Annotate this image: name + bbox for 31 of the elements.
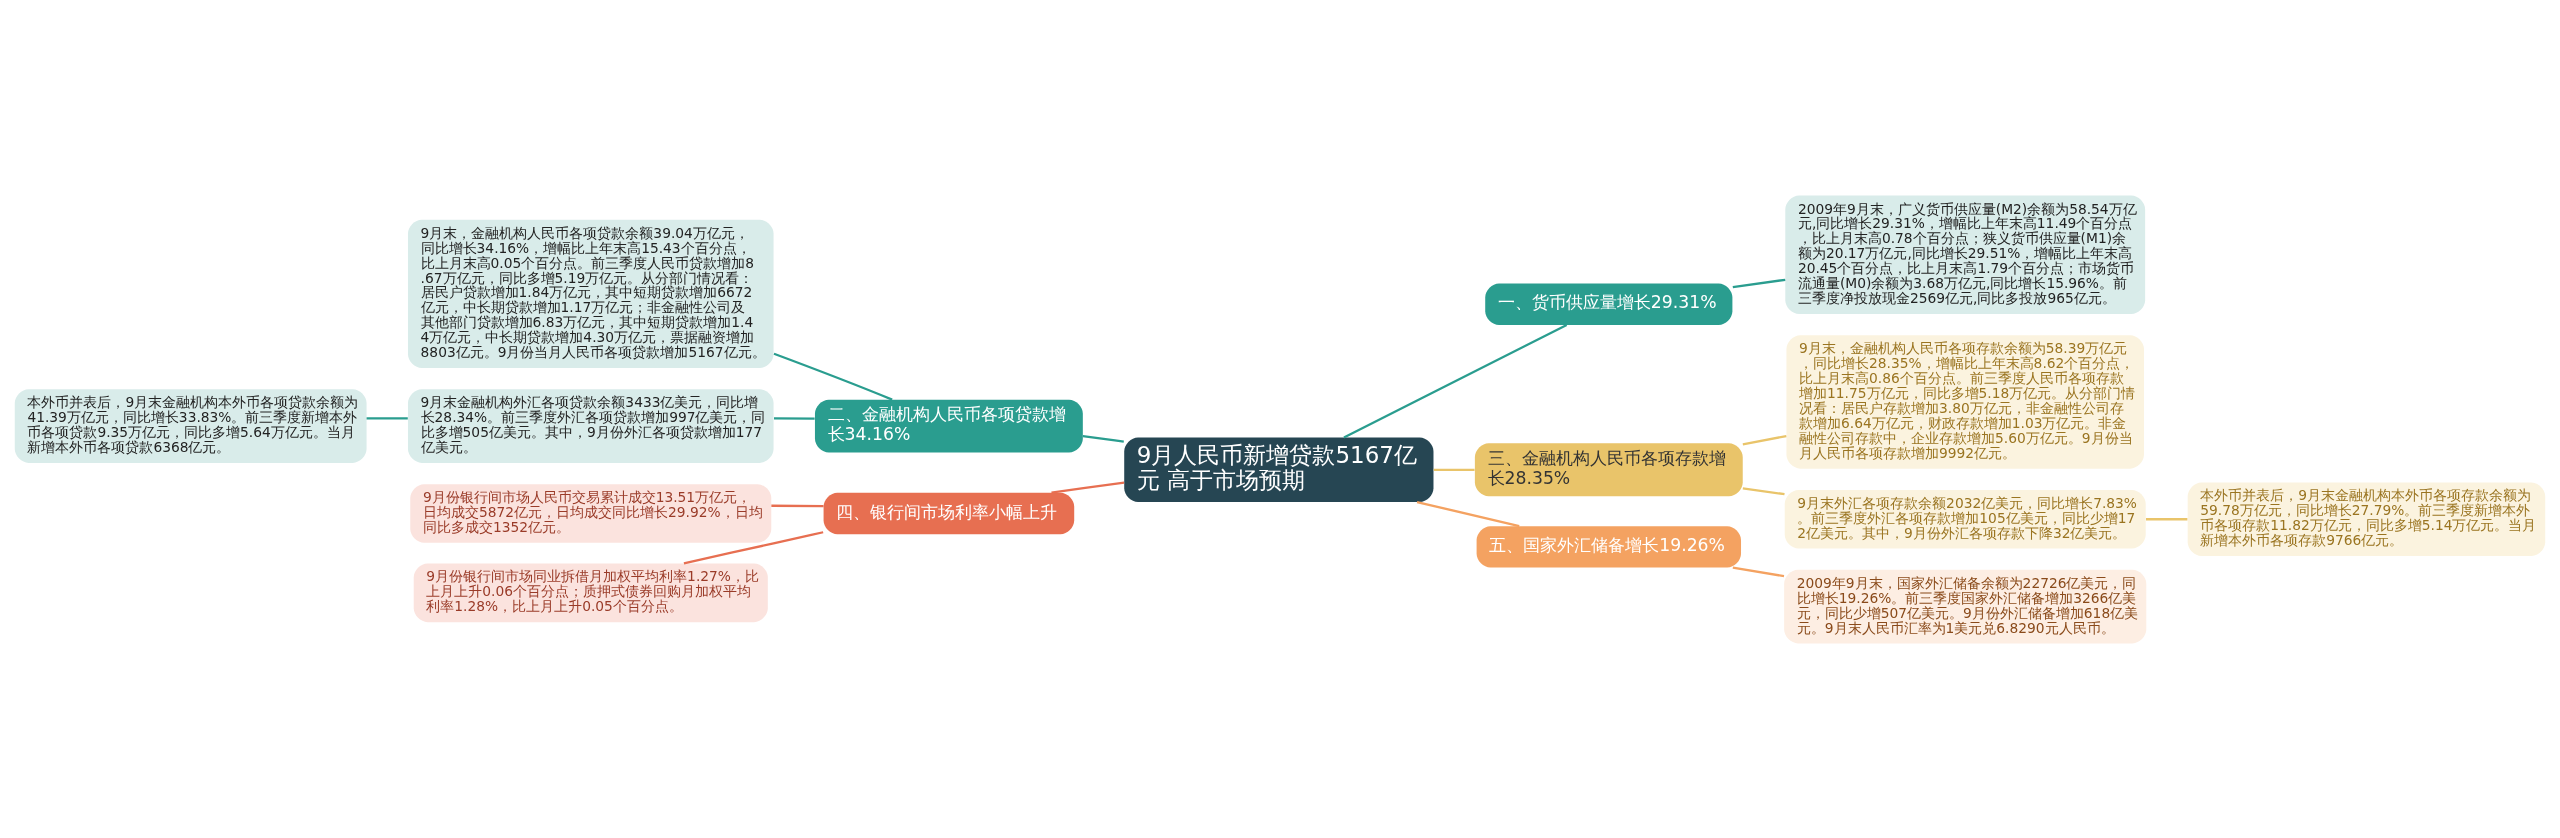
node-box: 2009年9月末，国家外汇储备余额为22726亿美元，同比增长19.26%。前三季度国家外汇储备增加3266亿美元，同比少增507亿美元。9月份外汇储备增加618亿美元。9月末人民币汇率为1美元兑6.8290元人民币。	[1784, 569, 2147, 643]
connector	[1742, 486, 1785, 495]
connector	[773, 352, 893, 401]
connector	[1082, 434, 1124, 443]
node-box: 9月份银行间市场人民币交易累计成交13.51万亿元，日均成交5872亿元，日均成交同比增长29.92%，日均同比多成交1352亿元。	[410, 483, 772, 543]
connector	[366, 416, 408, 420]
connector	[1742, 434, 1787, 445]
connector	[683, 530, 824, 565]
connector	[771, 504, 824, 507]
connector	[2146, 517, 2188, 520]
node-box: 本外币并表后，9月末金融机构本外币各项贷款余额为41.39万亿元，同比增长33.83%。前三季度新增本外币各项贷款9.35万亿元，同比多增5.64万亿元。当月新增本外币各项贷款6368亿元。	[14, 388, 367, 463]
node-box: 2009年9月末，广义货币供应量(M2)余额为58.54万亿元,同比增长29.31%，增幅比上年末高11.49个百分点，比上月末高0.78个百分点；狭义货币供应量(M1)余额为20.17万亿元,同比增长29.51%，增幅比上年末高20.45个百分点，比上月末高1.79个百分点；市场货币流通量(M0)余额为3.68万亿元,同比增长15.96%。前三季度净投放现金2569亿元,同比多投放965亿元。	[1785, 195, 2146, 314]
node-box: 9月份银行间市场同业拆借月加权平均利率1.27%，比上月上升0.06个百分点；质押式债券回购月加权平均利率1.28%，比上月上升0.05个百分点。	[413, 563, 768, 622]
node-box: 9月人民币新增贷款5167亿元 高于市场预期	[1124, 437, 1434, 502]
connector	[1433, 468, 1475, 471]
connector	[1732, 278, 1786, 288]
connector	[1051, 480, 1125, 494]
node-box: 一、货币供应量增长29.31%	[1485, 283, 1733, 325]
node-box: 9月末，金融机构人民币各项存款余额为58.39万亿元，同比增长28.35%，增幅比上年末高8.62个百分点，比上月末高0.86个百分点。前三季度人民币各项存款增加11.75万亿元，同比多增5.18万亿元。从分部门情况看：居民户存款增加3.80万亿元，非金融性公司存款增加6.64万亿元，财政存款增加1.03万亿元。非金融性公司存款中，企业存款增加5.60万亿元。9月份当月人民币各项存款增加9992亿元。	[1786, 334, 2144, 469]
node-box: 9月末金融机构外汇各项贷款余额3433亿美元，同比增长28.34%。前三季度外汇各项贷款增加997亿美元，同比多增505亿美元。其中，9月份外汇各项贷款增加177亿美元。	[407, 388, 774, 463]
connector	[1416, 500, 1520, 527]
connector	[774, 416, 815, 420]
node-box: 三、金融机构人民币各项存款增长28.35%	[1474, 442, 1743, 496]
connector	[1732, 565, 1785, 577]
node-box: 二、金融机构人民币各项贷款增长34.16%	[814, 399, 1083, 453]
connector	[1343, 323, 1568, 438]
node-box: 本外币并表后，9月末金融机构本外币各项存款余额为59.78万亿元，同比增长27.79%。前三季度新增本外币各项存款11.82万亿元，同比多增5.14万亿元。当月新增本外币各项存款9766亿元。	[2187, 481, 2546, 556]
node-box: 五、国家外汇储备增长19.26%	[1476, 525, 1741, 567]
node-box: 9月末，金融机构人民币各项贷款余额39.04万亿元，同比增长34.16%，增幅比上年末高15.43个百分点，比上月末高0.05个百分点。前三季度人民币贷款增加8.67万亿元，同比多增5.19万亿元。从分部门情况看：居民户贷款增加1.84万亿元，其中短期贷款增加6672亿元，中长期贷款增加1.17万亿元；非金融性公司及其他部门贷款增加6.83万亿元，其中短期贷款增加1.44万亿元，中长期贷款增加4.30万亿元，票据融资增加8803亿元。9月份当月人民币各项贷款增加5167亿元。	[407, 219, 774, 368]
node-box: 四、银行间市场利率小幅上升	[823, 492, 1075, 534]
node-box: 9月末外汇各项存款余额2032亿美元，同比增长7.83%。前三季度外汇各项存款增加105亿美元，同比少增172亿美元。其中，9月份外汇各项存款下降32亿美元。	[1784, 489, 2146, 549]
